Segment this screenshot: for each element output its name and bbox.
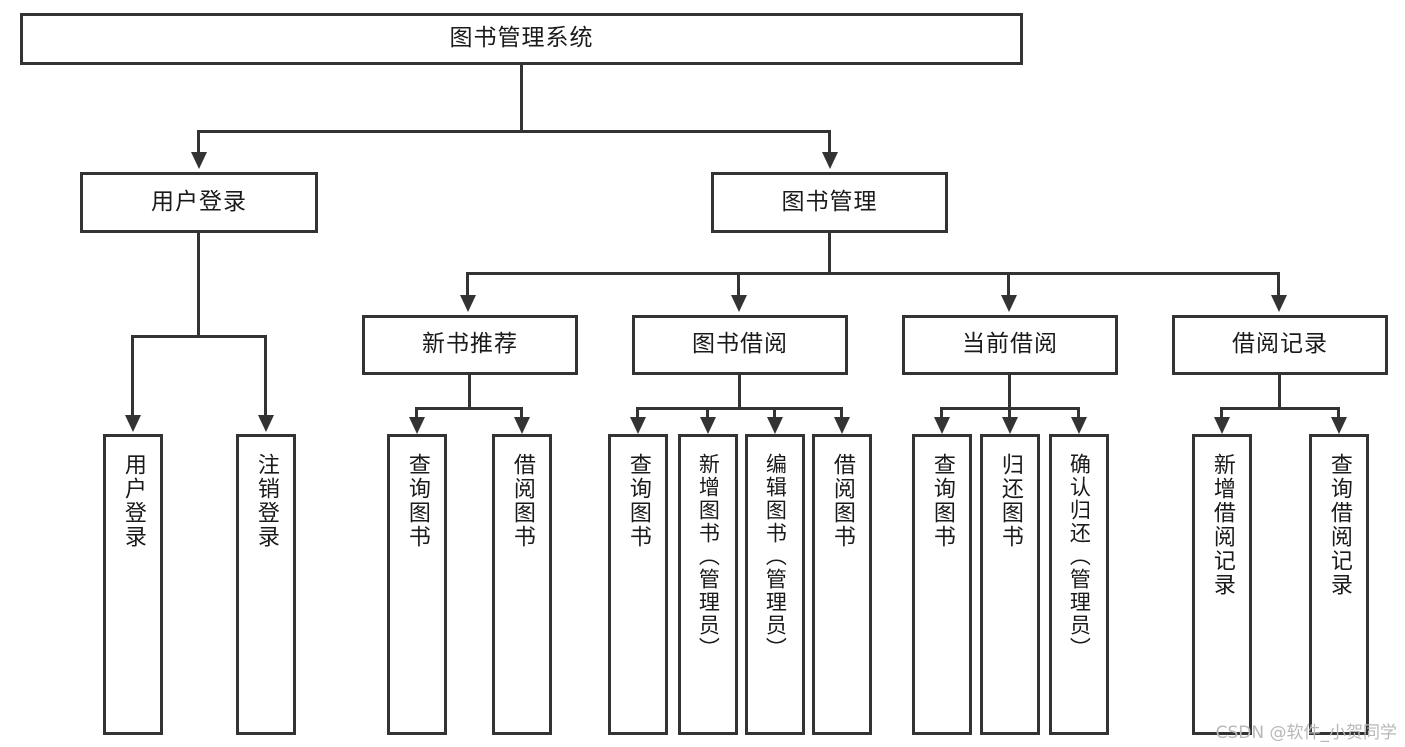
arrow-leaf-borrow-book-bb — [834, 417, 850, 434]
leaf-label: 查询图书 — [625, 453, 651, 549]
arrow-to-current-borrow — [1001, 295, 1017, 312]
connector-user-login-drop-2 — [264, 335, 267, 415]
leaf-edit-book-admin[interactable]: 编辑图书（管理员） — [745, 434, 805, 735]
connector-current-borrow-drop-3 — [1077, 407, 1080, 417]
leaf-label: 用户登录 — [120, 453, 146, 549]
leaf-label: 注销登录 — [253, 453, 279, 549]
connector-new-book-stem — [468, 375, 471, 407]
node-label: 图书管理 — [781, 188, 878, 215]
arrow-leaf-borrow-book-nb — [514, 417, 530, 434]
leaf-borrow-book-borrow[interactable]: 借阅图书 — [812, 434, 872, 735]
node-label: 新书推荐 — [422, 331, 518, 358]
arrow-leaf-add-record — [1214, 417, 1230, 434]
arrow-leaf-query-book-cb — [934, 417, 950, 434]
leaf-label: 新增借阅记录 — [1209, 453, 1235, 597]
leaf-user-login[interactable]: 用户登录 — [103, 434, 163, 735]
connector-user-login-drop-1 — [131, 335, 134, 415]
connector-user-login-bus — [131, 335, 267, 338]
arrow-to-book-borrow — [731, 295, 747, 312]
arrow-leaf-add-book — [700, 417, 716, 434]
leaf-label: 新增图书（管理员） — [696, 453, 721, 660]
node-label: 图书借阅 — [692, 331, 788, 358]
csdn-watermark: CSDN @软件_小贺同学 — [1215, 723, 1397, 743]
connector-to-borrow-record — [1277, 272, 1280, 295]
leaf-query-book-current[interactable]: 查询图书 — [912, 434, 972, 735]
connector-book-borrow-drop-4 — [840, 407, 843, 417]
leaf-label: 查询借阅记录 — [1326, 453, 1352, 597]
arrow-to-borrow-record — [1271, 295, 1287, 312]
leaf-query-borrow-record[interactable]: 查询借阅记录 — [1309, 434, 1369, 735]
connector-book-borrow-drop-3 — [773, 407, 776, 417]
arrow-leaf-edit-book — [767, 417, 783, 434]
leaf-label: 归还图书 — [997, 453, 1023, 549]
leaf-query-book-new-recommend[interactable]: 查询图书 — [387, 434, 447, 735]
connector-borrow-record-drop-2 — [1337, 407, 1340, 417]
connector-to-book-manage — [828, 130, 831, 152]
connector-current-borrow-stem — [1008, 375, 1011, 407]
leaf-return-book[interactable]: 归还图书 — [980, 434, 1040, 735]
leaf-label: 借阅图书 — [509, 453, 535, 549]
node-user-login[interactable]: 用户登录 — [80, 172, 318, 233]
connector-book-borrow-drop-1 — [636, 407, 639, 417]
connector-to-book-borrow — [737, 272, 740, 295]
node-label: 图书管理系统 — [449, 25, 594, 52]
connector-book-borrow-bus — [636, 407, 842, 410]
node-label: 借阅记录 — [1232, 331, 1328, 358]
leaf-add-book-admin[interactable]: 新增图书（管理员） — [678, 434, 738, 735]
node-label: 当前借阅 — [962, 331, 1058, 358]
arrow-leaf-query-book-nb — [409, 417, 425, 434]
leaf-label: 借阅图书 — [829, 453, 855, 549]
connector-borrow-record-drop-1 — [1220, 407, 1223, 417]
leaf-label: 查询图书 — [404, 453, 430, 549]
arrow-leaf-confirm-return — [1071, 417, 1087, 434]
arrow-to-book-manage — [822, 152, 838, 169]
leaf-borrow-book-new-recommend[interactable]: 借阅图书 — [492, 434, 552, 735]
connector-to-current-borrow — [1007, 272, 1010, 295]
connector-current-borrow-drop-2 — [1008, 407, 1011, 417]
connector-book-manage-stem — [828, 233, 831, 272]
arrow-to-new-book — [460, 295, 476, 312]
leaf-add-borrow-record[interactable]: 新增借阅记录 — [1192, 434, 1252, 735]
connector-current-borrow-drop-1 — [940, 407, 943, 417]
connector-new-book-drop-2 — [520, 407, 523, 417]
arrow-leaf-query-book-bb — [630, 417, 646, 434]
arrow-leaf-user-login — [125, 415, 141, 432]
connector-book-borrow-stem — [738, 375, 741, 407]
connector-borrow-record-bus — [1220, 407, 1340, 410]
leaf-confirm-return-admin[interactable]: 确认归还（管理员） — [1049, 434, 1109, 735]
node-book-management[interactable]: 图书管理 — [711, 172, 948, 233]
leaf-label: 编辑图书（管理员） — [763, 453, 788, 660]
node-new-book-recommend[interactable]: 新书推荐 — [362, 315, 578, 375]
connector-to-new-book — [466, 272, 469, 295]
arrow-leaf-logout — [258, 415, 274, 432]
connector-root-stem — [520, 65, 523, 130]
leaf-query-book-borrow[interactable]: 查询图书 — [608, 434, 668, 735]
node-root-system[interactable]: 图书管理系统 — [20, 13, 1023, 65]
leaf-label: 确认归还（管理员） — [1067, 453, 1092, 660]
connector-new-book-drop-1 — [415, 407, 418, 417]
connector-to-user-login — [197, 130, 200, 152]
arrow-leaf-query-record — [1331, 417, 1347, 434]
connector-user-login-stem — [197, 233, 200, 335]
connector-borrow-record-stem — [1278, 375, 1281, 407]
arrow-to-user-login — [191, 152, 207, 169]
connector-level3-bus — [466, 272, 1280, 275]
node-label: 用户登录 — [151, 188, 247, 215]
arrow-leaf-return-book — [1002, 417, 1018, 434]
node-borrow-record[interactable]: 借阅记录 — [1172, 315, 1388, 375]
node-current-borrow[interactable]: 当前借阅 — [902, 315, 1118, 375]
leaf-logout[interactable]: 注销登录 — [236, 434, 296, 735]
connector-new-book-bus — [415, 407, 523, 410]
connector-level2-bus — [197, 130, 831, 133]
connector-book-borrow-drop-2 — [706, 407, 709, 417]
leaf-label: 查询图书 — [929, 453, 955, 549]
node-book-borrow[interactable]: 图书借阅 — [632, 315, 848, 375]
